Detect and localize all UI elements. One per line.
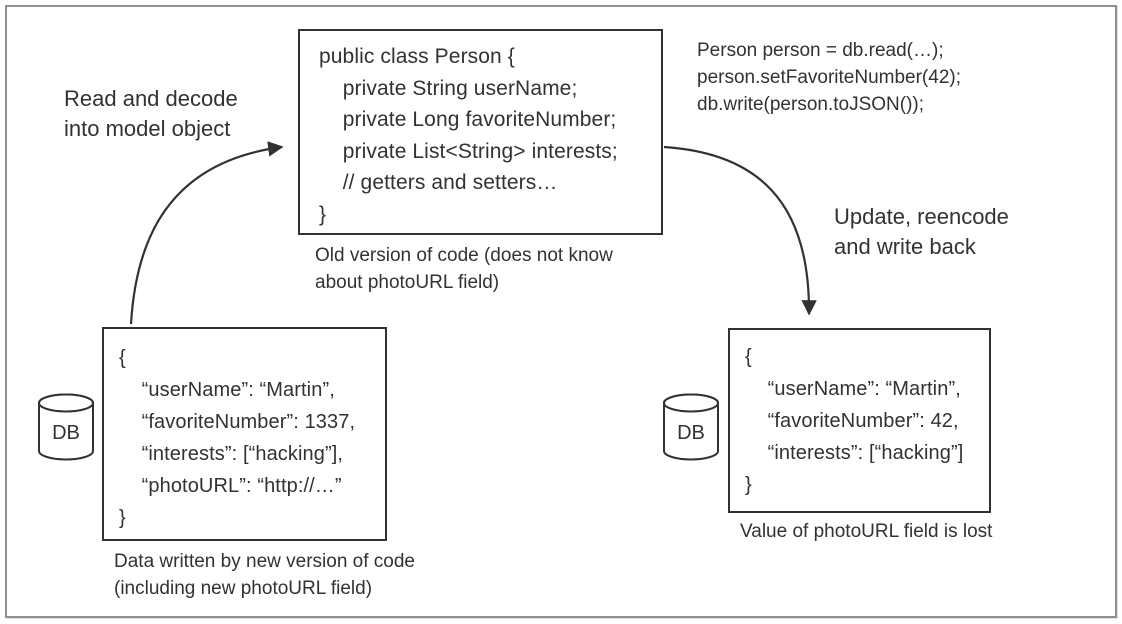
person-class-caption: Old version of code (does not know about… [315, 245, 613, 293]
new-data-caption: Data written by new version of code (inc… [114, 551, 415, 599]
database-icon-right: DB [663, 393, 719, 461]
new-data-json: { “userName”: “Martin”, “favoriteNumber”… [119, 347, 356, 529]
lost-field-json-box: { “userName”: “Martin”, “favoriteNumber”… [728, 328, 991, 513]
lost-field-caption: Value of photoURL field is lost [740, 521, 993, 542]
new-data-json-box: { “userName”: “Martin”, “favoriteNumber”… [102, 327, 387, 541]
database-icon-left: DB [38, 393, 94, 461]
update-code-snippet: Person person = db.read(…); person.setFa… [697, 40, 961, 115]
update-reencode-label: Update, reencode and write back [834, 204, 1009, 259]
person-class-box: public class Person { private String use… [298, 29, 663, 235]
database-label: DB [677, 422, 705, 444]
read-decode-label: Read and decode into model object [64, 86, 238, 141]
lost-field-json: { “userName”: “Martin”, “favoriteNumber”… [745, 346, 964, 496]
person-class-code: public class Person { private String use… [319, 45, 618, 226]
database-label: DB [52, 422, 80, 444]
